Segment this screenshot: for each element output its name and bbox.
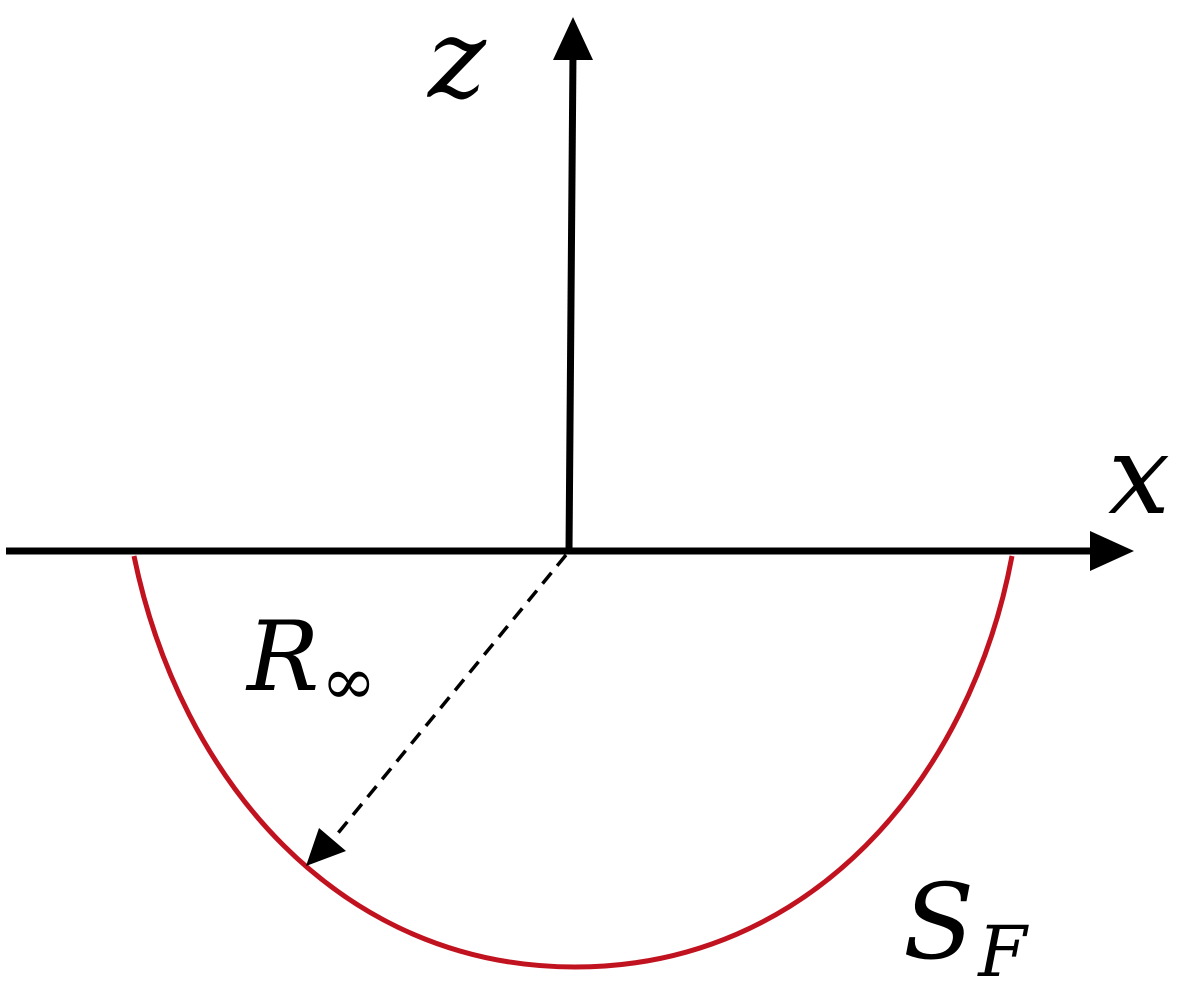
x-axis-label: x bbox=[1108, 411, 1170, 539]
radius-dashed-line bbox=[332, 553, 568, 840]
z-axis-line bbox=[565, 51, 577, 552]
radius-label-subscript: ∞ bbox=[321, 643, 376, 720]
surface-sf-arc bbox=[131, 555, 1015, 970]
z-axis-arrowhead bbox=[553, 17, 593, 60]
z-axis-label: z bbox=[426, 0, 487, 123]
surface-label-subscript: F bbox=[976, 911, 1029, 993]
radius-arrowhead bbox=[306, 828, 346, 866]
radius-label: R∞ bbox=[245, 601, 376, 720]
radius-label-main: R bbox=[245, 601, 319, 713]
surface-label-main: S bbox=[903, 861, 974, 983]
x-axis-arrowhead bbox=[1090, 531, 1134, 571]
surface-label: SF bbox=[903, 861, 1029, 993]
